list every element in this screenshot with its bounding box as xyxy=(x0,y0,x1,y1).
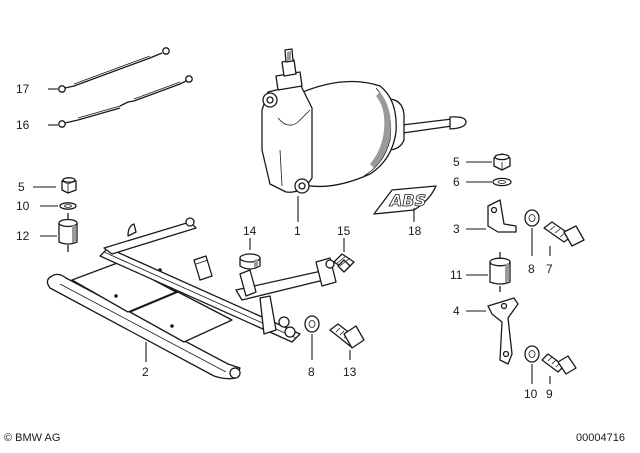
rubber-mount-11 xyxy=(466,252,511,292)
callout-3: 3 xyxy=(453,222,460,236)
washer-10-left xyxy=(40,202,77,210)
washer-8-bottom xyxy=(304,315,320,360)
abs-logo-text: ABS xyxy=(388,191,426,210)
callout-11: 11 xyxy=(450,268,463,282)
bolt-7 xyxy=(543,221,585,256)
callout-10-right: 10 xyxy=(524,387,538,401)
callout-6: 6 xyxy=(453,175,460,189)
brake-line-16 xyxy=(48,75,193,128)
brake-line-17 xyxy=(48,47,170,93)
callout-4: 4 xyxy=(453,304,460,318)
callout-8-bottom: 8 xyxy=(308,365,315,379)
callout-1: 1 xyxy=(294,224,301,238)
callout-13: 13 xyxy=(343,365,357,379)
callout-2: 2 xyxy=(142,365,149,379)
callout-16: 16 xyxy=(16,118,30,132)
image-number: 00004716 xyxy=(576,432,625,444)
bleed-screw-15 xyxy=(333,238,355,273)
bracket-4 xyxy=(466,297,519,365)
callout-7: 7 xyxy=(546,262,553,276)
callout-5-right: 5 xyxy=(453,155,460,169)
callout-8-right: 8 xyxy=(528,262,535,276)
rubber-mount-12 xyxy=(40,213,78,252)
nut-5-right xyxy=(466,153,511,171)
copyright-text: © BMW AG xyxy=(4,432,61,444)
abs-unit-1 xyxy=(261,48,467,222)
mounting-frame-2 xyxy=(46,217,337,380)
washer-6 xyxy=(466,177,512,187)
washer-8-right xyxy=(524,209,540,256)
callout-5-left: 5 xyxy=(18,180,25,194)
bracket-3 xyxy=(466,199,517,233)
bolt-13 xyxy=(329,323,365,360)
callout-12: 12 xyxy=(16,229,30,243)
bolt-9 xyxy=(541,353,577,384)
nut-5-left xyxy=(33,177,77,194)
abs-emblem-18: ABS xyxy=(373,185,437,222)
washer-10-right xyxy=(524,345,540,384)
callout-17: 17 xyxy=(16,82,30,96)
grommet-14 xyxy=(239,238,261,270)
callout-14: 14 xyxy=(243,224,257,238)
callout-10-left: 10 xyxy=(16,199,30,213)
callout-15: 15 xyxy=(337,224,351,238)
callout-9: 9 xyxy=(546,387,553,401)
callout-18: 18 xyxy=(408,224,422,238)
